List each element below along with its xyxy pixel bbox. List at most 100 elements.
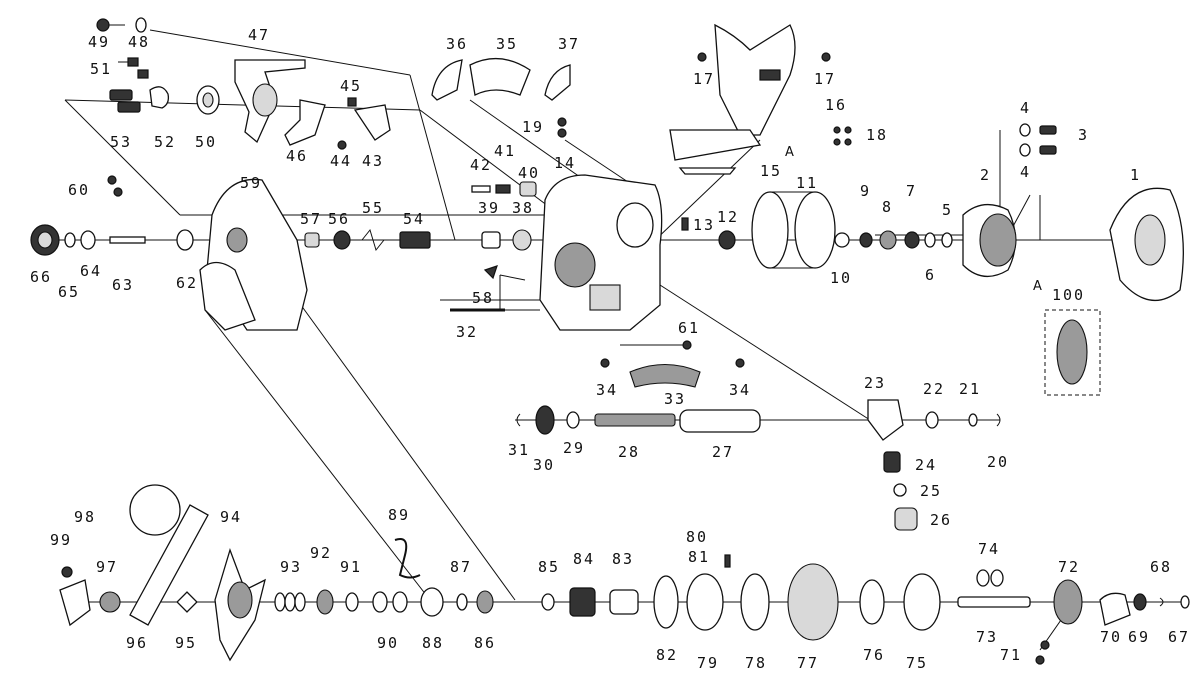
label-24: 24	[915, 456, 937, 474]
label-26: 26	[930, 511, 952, 529]
part-62-plate	[199, 261, 256, 331]
part-33-cover	[629, 364, 701, 388]
label-25: 25	[920, 482, 942, 500]
label-42: 42	[470, 156, 492, 174]
part-52-clutch-cam	[149, 86, 170, 109]
label-23: 23	[864, 374, 886, 392]
part-75-ratchet	[903, 573, 941, 631]
label-92: 92	[310, 544, 332, 562]
label-93: 93	[280, 558, 302, 576]
label-91: 91	[340, 558, 362, 576]
part-87-washer	[456, 593, 468, 611]
label-46: 46	[286, 147, 308, 165]
label-12: 12	[717, 208, 739, 226]
part-86-bearing	[476, 590, 494, 614]
part-71-screws	[1035, 640, 1050, 665]
label-83: 83	[612, 550, 634, 568]
label-98: 98	[74, 508, 96, 526]
part-3-screws	[1039, 125, 1057, 155]
part-27-tube	[679, 409, 761, 433]
part-1-cover	[1109, 187, 1184, 302]
part-40-collar	[519, 181, 537, 197]
part-44-screw	[337, 140, 347, 150]
label-30: 30	[533, 456, 555, 474]
part-13-pin	[681, 217, 689, 231]
label-14: 14	[554, 154, 576, 172]
part-54-pinion	[399, 231, 431, 249]
label-47: 47	[248, 26, 270, 44]
label-27: 27	[712, 443, 734, 461]
label-7: 7	[906, 182, 917, 200]
part-97-nut	[99, 591, 121, 613]
label-80: 80	[686, 528, 708, 546]
label-60: 60	[68, 181, 90, 199]
part-68-clip	[1159, 597, 1164, 607]
part-96-handle	[129, 484, 209, 626]
part-11-spool	[751, 191, 836, 269]
part-20-clip	[996, 413, 1001, 427]
label-63: 63	[112, 276, 134, 294]
part-26-cap	[894, 507, 918, 531]
label-88: 88	[422, 634, 444, 652]
part-14-frame	[539, 174, 663, 331]
label-2: 2	[980, 166, 991, 184]
label-45: 45	[340, 77, 362, 95]
part-12-bearing	[718, 230, 736, 250]
part-36-side-cover	[431, 59, 463, 101]
label-100: 100	[1052, 286, 1085, 304]
label-5: 5	[942, 201, 953, 219]
label-15: 15	[760, 162, 782, 180]
part-4-washers	[1019, 123, 1031, 157]
part-28-worm-shaft	[594, 413, 676, 427]
label-13: 13	[693, 216, 715, 234]
label-37: 37	[558, 35, 580, 53]
label-28: 28	[618, 443, 640, 461]
part-58-screw	[483, 265, 498, 280]
part-29-bushing	[566, 411, 580, 429]
label-87: 87	[450, 558, 472, 576]
connector-letter-a-bottom: A	[1033, 279, 1042, 294]
label-72: 72	[1058, 558, 1080, 576]
part-77-main-gear	[787, 563, 839, 641]
label-81: 81	[688, 548, 710, 566]
label-65: 65	[58, 283, 80, 301]
part-22-bushing	[925, 411, 939, 429]
part-51-screws	[118, 57, 149, 79]
label-34-left: 34	[596, 381, 618, 399]
label-67: 67	[1168, 628, 1190, 646]
part-88-gear	[420, 587, 444, 617]
label-31: 31	[508, 441, 530, 459]
part-21-washer	[968, 413, 978, 427]
part-76-washer	[859, 579, 885, 625]
part-9-washer	[859, 232, 873, 248]
label-18: 18	[866, 126, 888, 144]
part-7-washer	[904, 231, 920, 249]
label-95: 95	[175, 634, 197, 652]
part-17-screws	[697, 52, 831, 62]
label-17-right: 17	[814, 70, 836, 88]
part-65-washer	[64, 232, 76, 248]
part-100-inset	[1044, 309, 1101, 396]
label-79: 79	[697, 654, 719, 672]
part-19-screws	[557, 117, 567, 138]
part-8-bearing	[879, 230, 897, 250]
label-54: 54	[403, 210, 425, 228]
part-63-shaft	[109, 236, 146, 244]
part-91-washer	[345, 592, 359, 612]
label-4-top: 4	[1020, 99, 1031, 117]
part-34-screws	[600, 358, 745, 368]
part-79-disc	[686, 573, 724, 631]
part-16-top-cover	[714, 23, 796, 136]
label-89: 89	[388, 506, 410, 524]
part-84-clutch	[569, 587, 596, 617]
label-17-left: 17	[693, 70, 715, 88]
part-15-plate	[669, 129, 762, 175]
label-50: 50	[195, 133, 217, 151]
part-46-lever	[284, 99, 326, 146]
label-58: 58	[472, 289, 494, 307]
label-84: 84	[573, 550, 595, 568]
label-68: 68	[1150, 558, 1172, 576]
part-69-bearing	[1133, 593, 1147, 611]
part-93-springs	[274, 592, 306, 612]
